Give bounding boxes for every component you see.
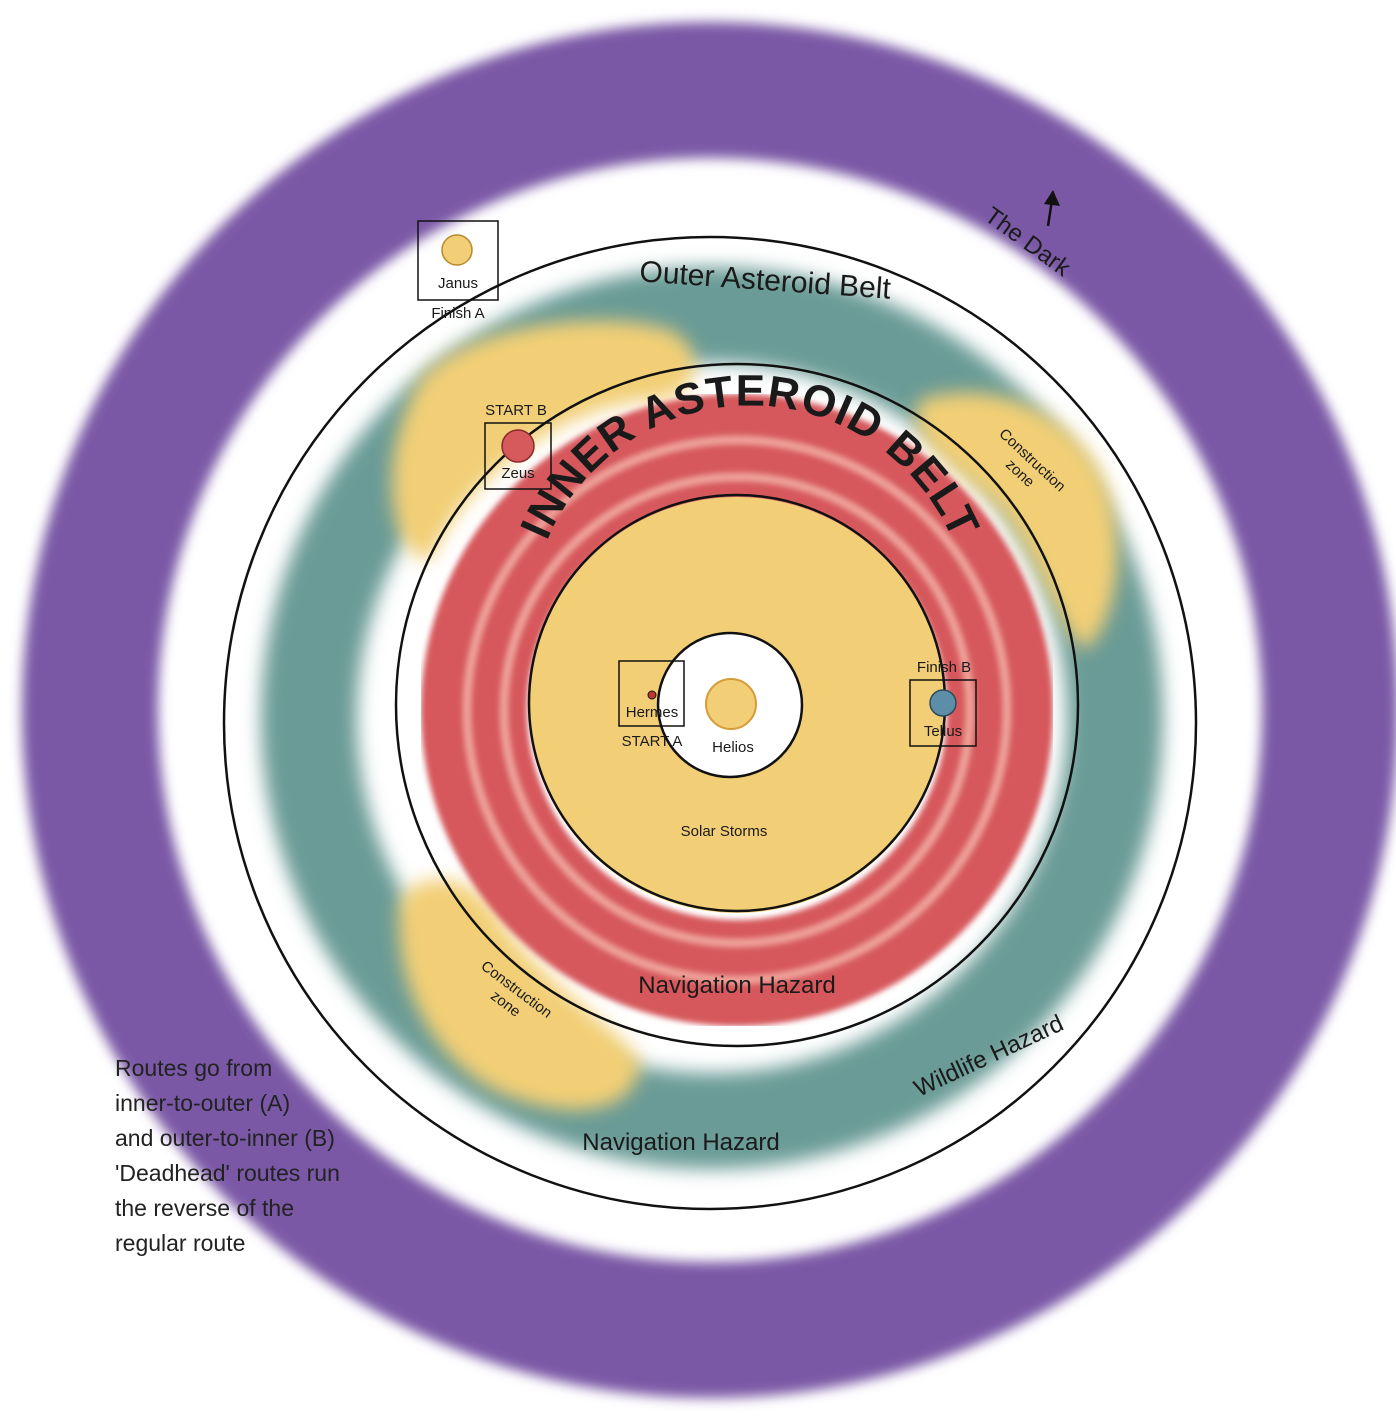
construction-zone-northwest	[391, 320, 695, 560]
outer-asteroid-belt	[261, 267, 1163, 1169]
inner-belt-stripe-2	[462, 435, 1012, 985]
solar-storms-label: Solar Storms	[681, 823, 768, 840]
hermes-label: Hermes	[626, 704, 679, 721]
route-notes: Routes go from inner-to-outer (A) and ou…	[115, 1052, 415, 1262]
navigation-hazard-outer-label: Navigation Hazard	[582, 1129, 779, 1156]
tellus-body[interactable]	[929, 689, 957, 717]
route-note-line: Routes go from	[115, 1055, 273, 1081]
hermes-marker-box	[618, 660, 685, 727]
janus-body[interactable]	[441, 234, 473, 266]
finish-b-label: Finish B	[917, 659, 971, 676]
construction-zone-southwest	[398, 879, 640, 1110]
orbit-janus	[222, 235, 1198, 1211]
the-dark-ring	[22, 22, 1396, 1398]
route-note-line: the reverse of the	[115, 1195, 294, 1221]
orbit-zeus	[394, 362, 1080, 1048]
route-note-line: and outer-to-inner (B)	[115, 1125, 335, 1151]
start-b-label: START B	[485, 402, 547, 419]
zeus-body[interactable]	[501, 429, 535, 463]
route-note-line: regular route	[115, 1230, 246, 1256]
route-note-line: inner-to-outer (A)	[115, 1090, 291, 1116]
inner-asteroid-belt	[421, 394, 1053, 1026]
navigation-hazard-inner-label: Navigation Hazard	[638, 972, 835, 999]
janus-label: Janus	[438, 275, 478, 292]
tellus-label: Tellus	[924, 723, 962, 740]
inner-belt-stripe-1	[499, 472, 975, 948]
helios-body[interactable]	[705, 678, 757, 730]
construction-zone-northeast	[916, 392, 1118, 650]
zeus-marker-box	[484, 422, 552, 490]
route-note-line: 'Deadhead' routes run	[115, 1160, 340, 1186]
zeus-label: Zeus	[501, 465, 534, 482]
janus-marker-box	[417, 220, 499, 301]
tellus-marker-box	[909, 679, 977, 747]
start-a-label: START A	[622, 733, 683, 750]
hermes-body[interactable]	[647, 690, 657, 700]
finish-a-label: Finish A	[431, 305, 484, 322]
helios-label: Helios	[712, 739, 754, 756]
up-arrow-icon	[1044, 190, 1060, 227]
